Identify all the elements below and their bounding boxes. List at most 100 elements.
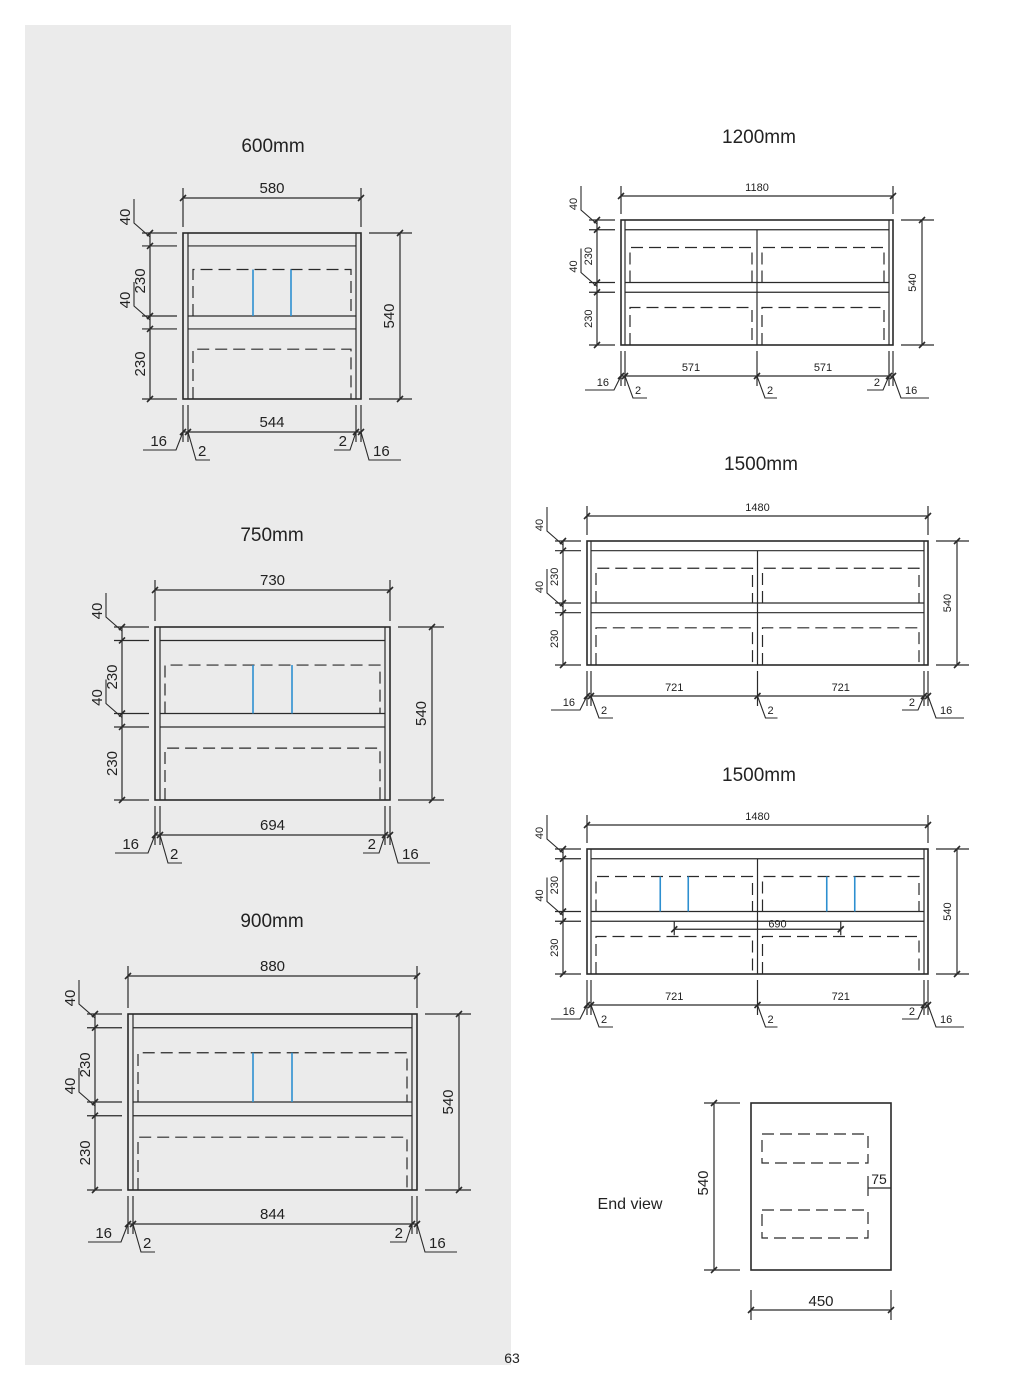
lower-drawer-dashed [761,627,920,665]
mid-rail-label: 40 [568,260,580,272]
dimension-tick [559,661,567,669]
side-thickness-label: 16 [429,1235,446,1252]
inner-width-label: 544 [259,414,284,431]
upper-drawer-height-label: 230 [583,247,595,265]
leader-line [551,695,588,711]
dimension-tick [91,1112,99,1120]
side-thickness-label: 16 [563,1006,575,1018]
upper-drawer-height-label: 230 [132,268,149,293]
lower-drawer-height-label: 230 [104,751,121,776]
gap-label: 2 [909,697,915,709]
dimension-tick [559,917,567,925]
gap-label: 2 [395,1225,403,1242]
leader-line [132,1223,155,1253]
leader-line [78,980,96,1019]
leader-line [389,834,430,864]
lower-drawer-height-label: 230 [549,938,561,956]
upper-drawer-height-label: 230 [549,876,561,894]
gap-label: 2 [198,443,206,460]
upper-drawer-height-label: 230 [104,664,121,689]
leader-line [105,679,123,718]
lower-drawer-height-label: 230 [583,309,595,327]
upper-drawer-dashed [761,875,920,912]
page-number: 63 [504,1350,520,1366]
leader-line [390,1223,413,1243]
lower-drawer-height-label: 230 [132,351,149,376]
handle-spacing-label: 690 [768,918,786,930]
bay-width-label: 721 [665,682,683,694]
bay-width-label: 571 [814,362,832,374]
lower-drawer-dashed [761,935,920,974]
side-thickness-label: 16 [122,836,139,853]
leader-line [159,834,182,864]
leader-line [334,431,357,451]
end-view-offset-label: 75 [871,1171,887,1187]
height-label: 540 [907,273,919,291]
side-thickness-label: 16 [563,697,575,709]
leader-line [580,248,598,287]
dimension-tick [118,796,126,804]
height-label: 540 [381,303,398,328]
leader-line [115,834,156,854]
height-label: 540 [440,1089,457,1114]
height-label: 540 [942,902,954,920]
upper-drawer-dashed [137,1052,408,1102]
leader-line [867,375,890,391]
gap-label: 2 [601,705,607,717]
upper-drawer-height-label: 230 [77,1052,94,1077]
lower-drawer-dashed [595,627,754,665]
end-view-depth-label: 450 [808,1293,833,1310]
overall-width-label: 1480 [745,502,769,514]
leader-line [902,695,925,711]
leader-line [624,375,647,399]
lower-drawer-dashed [595,935,754,974]
top-rail-label: 40 [534,519,546,531]
dimension-tick [118,636,126,645]
side-thickness-label: 16 [95,1225,112,1242]
gap-label: 2 [635,385,641,397]
leader-line [546,569,564,608]
dimension-tick [747,1306,755,1314]
bay-width-label: 721 [832,991,850,1003]
dimension-tick [146,395,154,403]
gap-label: 2 [601,1014,607,1026]
upper-drawer-dashed [595,875,754,912]
lower-drawer-dashed [629,306,753,345]
mid-rail-label: 40 [89,689,106,706]
lower-drawer-dashed [761,306,885,345]
upper-drawer-dashed [595,567,754,603]
overall-width-label: 880 [260,958,285,975]
side-thickness-label: 16 [597,377,609,389]
height-label: 540 [942,594,954,612]
inner-width-label: 694 [260,817,285,834]
upper-drawer-dashed [164,664,381,714]
dimension-tick [593,288,601,296]
leader-line [133,199,151,238]
side-thickness-label: 16 [373,443,390,460]
bay-width-label: 571 [682,362,700,374]
leader-line [927,1004,964,1028]
upper-drawer-dashed [761,246,885,283]
overall-width-label: 730 [260,572,285,589]
top-rail-label: 40 [89,603,106,620]
leader-line [756,695,778,719]
overall-width-label: 580 [259,180,284,197]
height-label: 540 [413,701,430,726]
leader-line [551,1004,588,1020]
dimension-tick [887,1306,895,1314]
gap-label: 2 [143,1235,151,1252]
side-thickness-label: 16 [940,705,952,717]
leader-line [105,593,123,632]
mid-rail-label: 40 [117,292,134,309]
dimension-tick [559,855,567,863]
mid-rail-label: 40 [534,889,546,901]
leader-line [546,877,564,916]
leader-line [363,834,386,854]
upper-drawer-dashed [761,567,920,603]
overall-width-label: 1180 [745,182,769,194]
leader-line [756,375,777,399]
